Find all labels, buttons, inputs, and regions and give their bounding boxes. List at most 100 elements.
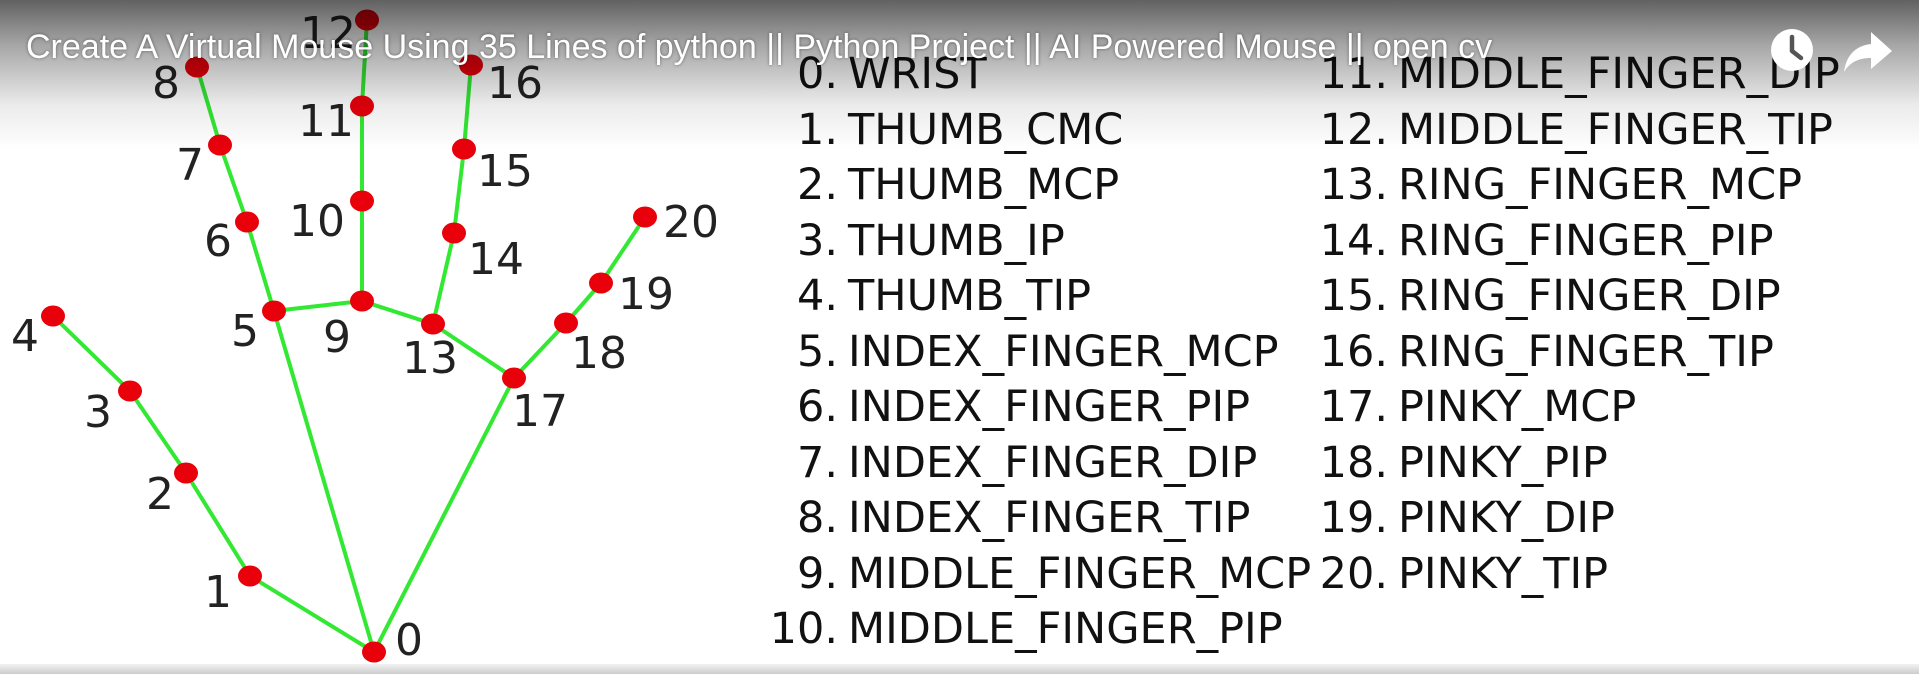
landmark-name: RING_FINGER_MCP — [1398, 160, 1803, 210]
landmark-point-2 — [174, 462, 198, 484]
landmark-number: 13. — [1319, 160, 1388, 210]
landmark-row-20: 20.PINKY_TIP — [1288, 546, 1608, 602]
landmark-number: 5. — [796, 326, 838, 377]
landmark-row-8: 8.INDEX_FINGER_TIP — [658, 490, 1250, 546]
landmark-row-9: 9.MIDDLE_FINGER_MCP — [658, 546, 1311, 602]
landmark-row-10: 10.MIDDLE_FINGER_PIP — [658, 601, 1283, 657]
landmark-number: 16. — [1319, 326, 1388, 377]
landmark-point-10 — [350, 190, 374, 212]
landmark-name: THUMB_IP — [848, 215, 1065, 266]
landmark-number: 12. — [1319, 104, 1388, 155]
connection-17-18 — [512, 321, 568, 380]
landmark-point-20 — [633, 206, 657, 228]
landmark-label-14: 14 — [468, 234, 524, 285]
landmark-name: INDEX_FINGER_MCP — [848, 326, 1279, 377]
landmark-number: 18. — [1319, 437, 1388, 488]
landmark-name: PINKY_TIP — [1398, 548, 1609, 599]
landmark-label-6: 6 — [204, 216, 232, 267]
landmark-label-18: 18 — [571, 328, 627, 379]
share-arrow-icon — [1844, 32, 1892, 72]
landmark-number: 9. — [796, 548, 838, 599]
landmark-label-11: 11 — [298, 96, 354, 147]
landmark-row-3: 3.THUMB_IP — [658, 213, 1065, 269]
landmark-row-4: 4.THUMB_TIP — [658, 268, 1091, 324]
landmark-number: 2. — [796, 160, 838, 210]
landmark-number: 7. — [796, 437, 838, 488]
landmark-row-12: 12.MIDDLE_FINGER_TIP — [1288, 102, 1833, 158]
watch-later-button[interactable] — [1764, 22, 1820, 78]
connection-9-13 — [360, 299, 435, 326]
connection-7-8 — [195, 65, 222, 147]
landmark-name: MIDDLE_FINGER_MCP — [848, 548, 1312, 599]
connection-13-14 — [431, 231, 456, 326]
video-title[interactable]: Create A Virtual Mouse Using 35 Lines of… — [26, 28, 1493, 66]
landmark-label-13: 13 — [402, 333, 458, 384]
landmark-number: 14. — [1319, 215, 1388, 266]
landmark-point-0 — [362, 641, 386, 663]
landmark-label-15: 15 — [477, 146, 533, 197]
landmark-label-5: 5 — [231, 306, 259, 357]
connection-0-1 — [248, 574, 376, 654]
landmark-label-1: 1 — [204, 567, 232, 618]
landmark-row-1: 1.THUMB_CMC — [658, 102, 1123, 158]
landmark-label-9: 9 — [323, 312, 351, 363]
landmark-point-19 — [589, 272, 613, 294]
landmark-label-4: 4 — [11, 311, 39, 362]
player-progress-bar[interactable] — [0, 664, 1919, 674]
share-button[interactable] — [1840, 22, 1896, 78]
landmark-point-3 — [118, 380, 142, 402]
connection-5-6 — [245, 220, 276, 313]
connection-5-9 — [272, 299, 364, 313]
landmark-label-3: 3 — [84, 387, 112, 438]
connection-1-2 — [184, 471, 252, 578]
landmark-number: 19. — [1319, 493, 1388, 543]
landmark-row-7: 7.INDEX_FINGER_DIP — [658, 435, 1257, 491]
landmark-point-9 — [350, 290, 374, 312]
landmark-label-17: 17 — [512, 386, 568, 437]
landmark-point-5 — [262, 300, 286, 322]
landmark-point-13 — [421, 313, 445, 335]
landmark-row-6: 6.INDEX_FINGER_PIP — [658, 379, 1250, 435]
connection-2-3 — [128, 389, 188, 475]
clock-icon — [1771, 29, 1813, 71]
landmark-name: INDEX_FINGER_DIP — [848, 437, 1258, 488]
landmark-row-13: 13.RING_FINGER_MCP — [1288, 157, 1802, 213]
connection-15-16 — [462, 63, 473, 151]
landmark-point-4 — [41, 305, 65, 327]
connection-0-17 — [372, 376, 516, 654]
landmark-row-14: 14.RING_FINGER_PIP — [1288, 213, 1774, 269]
landmark-point-18 — [554, 312, 578, 334]
landmark-name: INDEX_FINGER_PIP — [848, 382, 1251, 432]
landmark-name: PINKY_PIP — [1398, 437, 1608, 488]
connection-19-20 — [599, 215, 647, 285]
landmark-label-7: 7 — [176, 140, 204, 191]
landmark-row-2: 2.THUMB_MCP — [658, 157, 1119, 213]
landmark-name: THUMB_MCP — [848, 160, 1120, 210]
landmark-label-10: 10 — [289, 196, 345, 247]
landmark-name: MIDDLE_FINGER_TIP — [1398, 104, 1833, 155]
landmark-number: 1. — [796, 104, 838, 155]
landmark-number: 17. — [1319, 382, 1388, 432]
landmark-number: 3. — [796, 215, 838, 266]
landmark-number: 4. — [796, 271, 838, 321]
connection-14-15 — [452, 147, 466, 235]
landmark-point-15 — [452, 138, 476, 160]
landmark-number: 8. — [796, 493, 838, 543]
landmark-name: PINKY_MCP — [1398, 382, 1637, 432]
landmark-row-19: 19.PINKY_DIP — [1288, 490, 1615, 546]
connection-13-17 — [431, 322, 516, 380]
landmark-label-2: 2 — [146, 469, 174, 520]
landmark-row-16: 16.RING_FINGER_TIP — [1288, 324, 1774, 380]
connection-0-5 — [272, 309, 376, 654]
landmark-name: RING_FINGER_TIP — [1398, 326, 1774, 377]
landmark-row-15: 15.RING_FINGER_DIP — [1288, 268, 1781, 324]
landmark-row-17: 17.PINKY_MCP — [1288, 379, 1637, 435]
connection-6-7 — [218, 143, 249, 224]
landmark-label-20: 20 — [663, 197, 719, 248]
landmark-label-0: 0 — [395, 615, 423, 666]
landmark-row-5: 5.INDEX_FINGER_MCP — [658, 324, 1279, 380]
landmark-name: MIDDLE_FINGER_PIP — [848, 604, 1283, 654]
landmark-name: RING_FINGER_DIP — [1398, 271, 1781, 321]
